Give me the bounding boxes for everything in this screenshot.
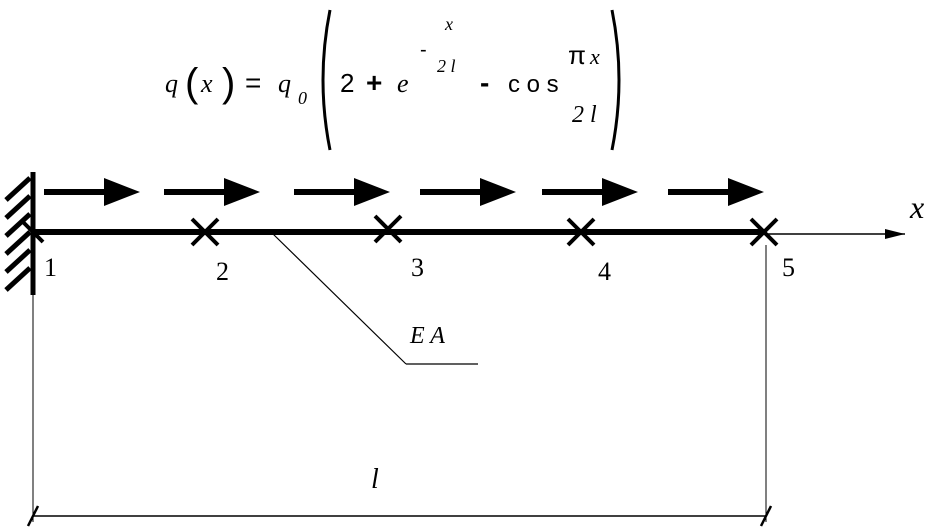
node-marker-1 xyxy=(21,220,45,244)
load-formula: q ( x ) = q 0 2 + e - x 2 l - c o s π x … xyxy=(165,9,621,151)
node-label-1: 1 xyxy=(44,253,57,282)
formula-lhs-q: q xyxy=(165,69,178,98)
formula-exp-num: x xyxy=(444,14,453,34)
length-dimension xyxy=(26,245,773,527)
length-label: l xyxy=(371,464,379,495)
node-label-4: 4 xyxy=(598,257,611,286)
formula-equals: = xyxy=(245,67,261,98)
load-arrow xyxy=(294,178,390,206)
load-arrow xyxy=(44,178,140,206)
formula-two: 2 xyxy=(340,68,354,98)
formula-exp-den: 2 l xyxy=(437,56,456,76)
formula-lhs-close-paren: ) xyxy=(222,61,235,105)
formula-right-bracket xyxy=(610,9,621,151)
formula-left-bracket xyxy=(321,9,332,151)
node-label-3: 3 xyxy=(411,253,424,282)
load-arrow xyxy=(420,178,516,206)
node-marker-4 xyxy=(566,217,596,247)
formula-cos-num-pi: π xyxy=(568,40,586,70)
stiffness-label: E A xyxy=(409,323,445,349)
node-label-5: 5 xyxy=(782,253,795,282)
formula-plus: + xyxy=(366,67,382,98)
formula-lhs-open-paren: ( xyxy=(185,61,199,105)
formula-cos-num-x: x xyxy=(589,44,600,69)
formula-cos-den: 2 l xyxy=(572,102,597,128)
node-label-2: 2 xyxy=(216,257,229,286)
stiffness-leader xyxy=(271,232,478,365)
formula-q0-q: q xyxy=(278,69,291,98)
load-arrow xyxy=(668,178,764,206)
node-marker-5 xyxy=(749,217,779,247)
distributed-load-arrows xyxy=(44,178,764,206)
node-marker-2 xyxy=(190,217,220,247)
x-axis-label: x xyxy=(909,189,924,225)
formula-q0-sub: 0 xyxy=(298,88,307,108)
formula-minus: - xyxy=(480,67,489,98)
formula-exp-minus: - xyxy=(420,39,427,61)
fixed-support xyxy=(4,172,36,295)
formula-lhs-x: x xyxy=(200,69,213,98)
formula-cos: c o s xyxy=(508,71,559,98)
load-arrow xyxy=(542,178,638,206)
load-arrow xyxy=(164,178,260,206)
node-marker-3 xyxy=(373,214,403,244)
formula-e: e xyxy=(397,69,409,98)
